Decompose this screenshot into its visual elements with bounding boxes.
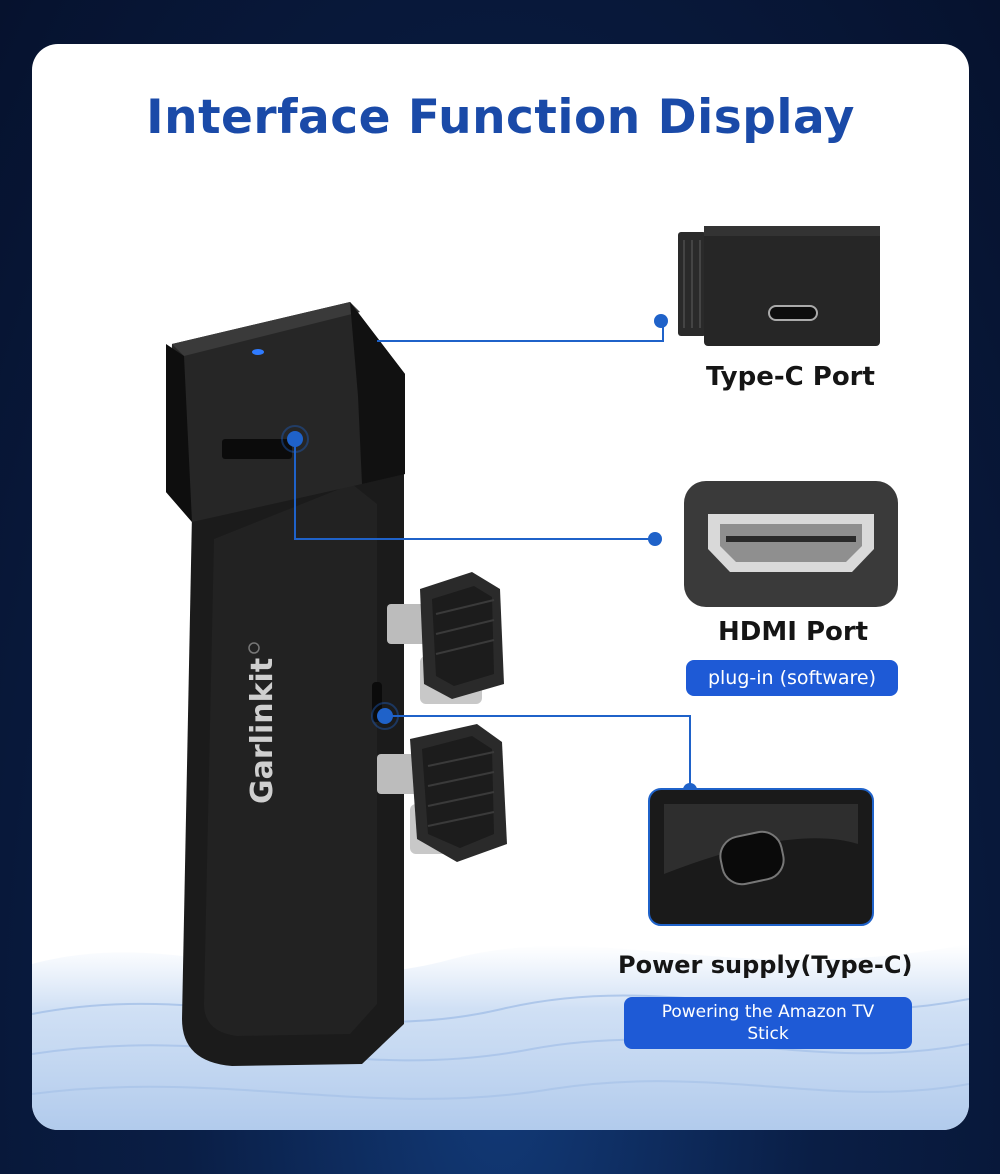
page-title: Interface Function Display <box>146 90 855 145</box>
hdmi-port-image <box>684 481 898 607</box>
product-card: Interface Function Display Garlinkit <box>32 44 969 1130</box>
type-c-port-image <box>678 226 880 346</box>
hdmi-port-label: HDMI Port <box>718 617 869 647</box>
power-port-image <box>648 788 874 926</box>
power-supply-label: Power supply(Type-C) <box>618 951 913 979</box>
product-illustration: Garlinkit <box>166 226 898 1066</box>
power-note-badge: Powering the Amazon TV Stick <box>624 997 912 1049</box>
hdmi-note-badge: plug-in (software) <box>686 660 898 696</box>
power-note-text: Powering the Amazon TV Stick <box>661 1002 875 1044</box>
brand-logo: Garlinkit <box>245 658 280 804</box>
type-c-port-label: Type-C Port <box>706 362 875 392</box>
